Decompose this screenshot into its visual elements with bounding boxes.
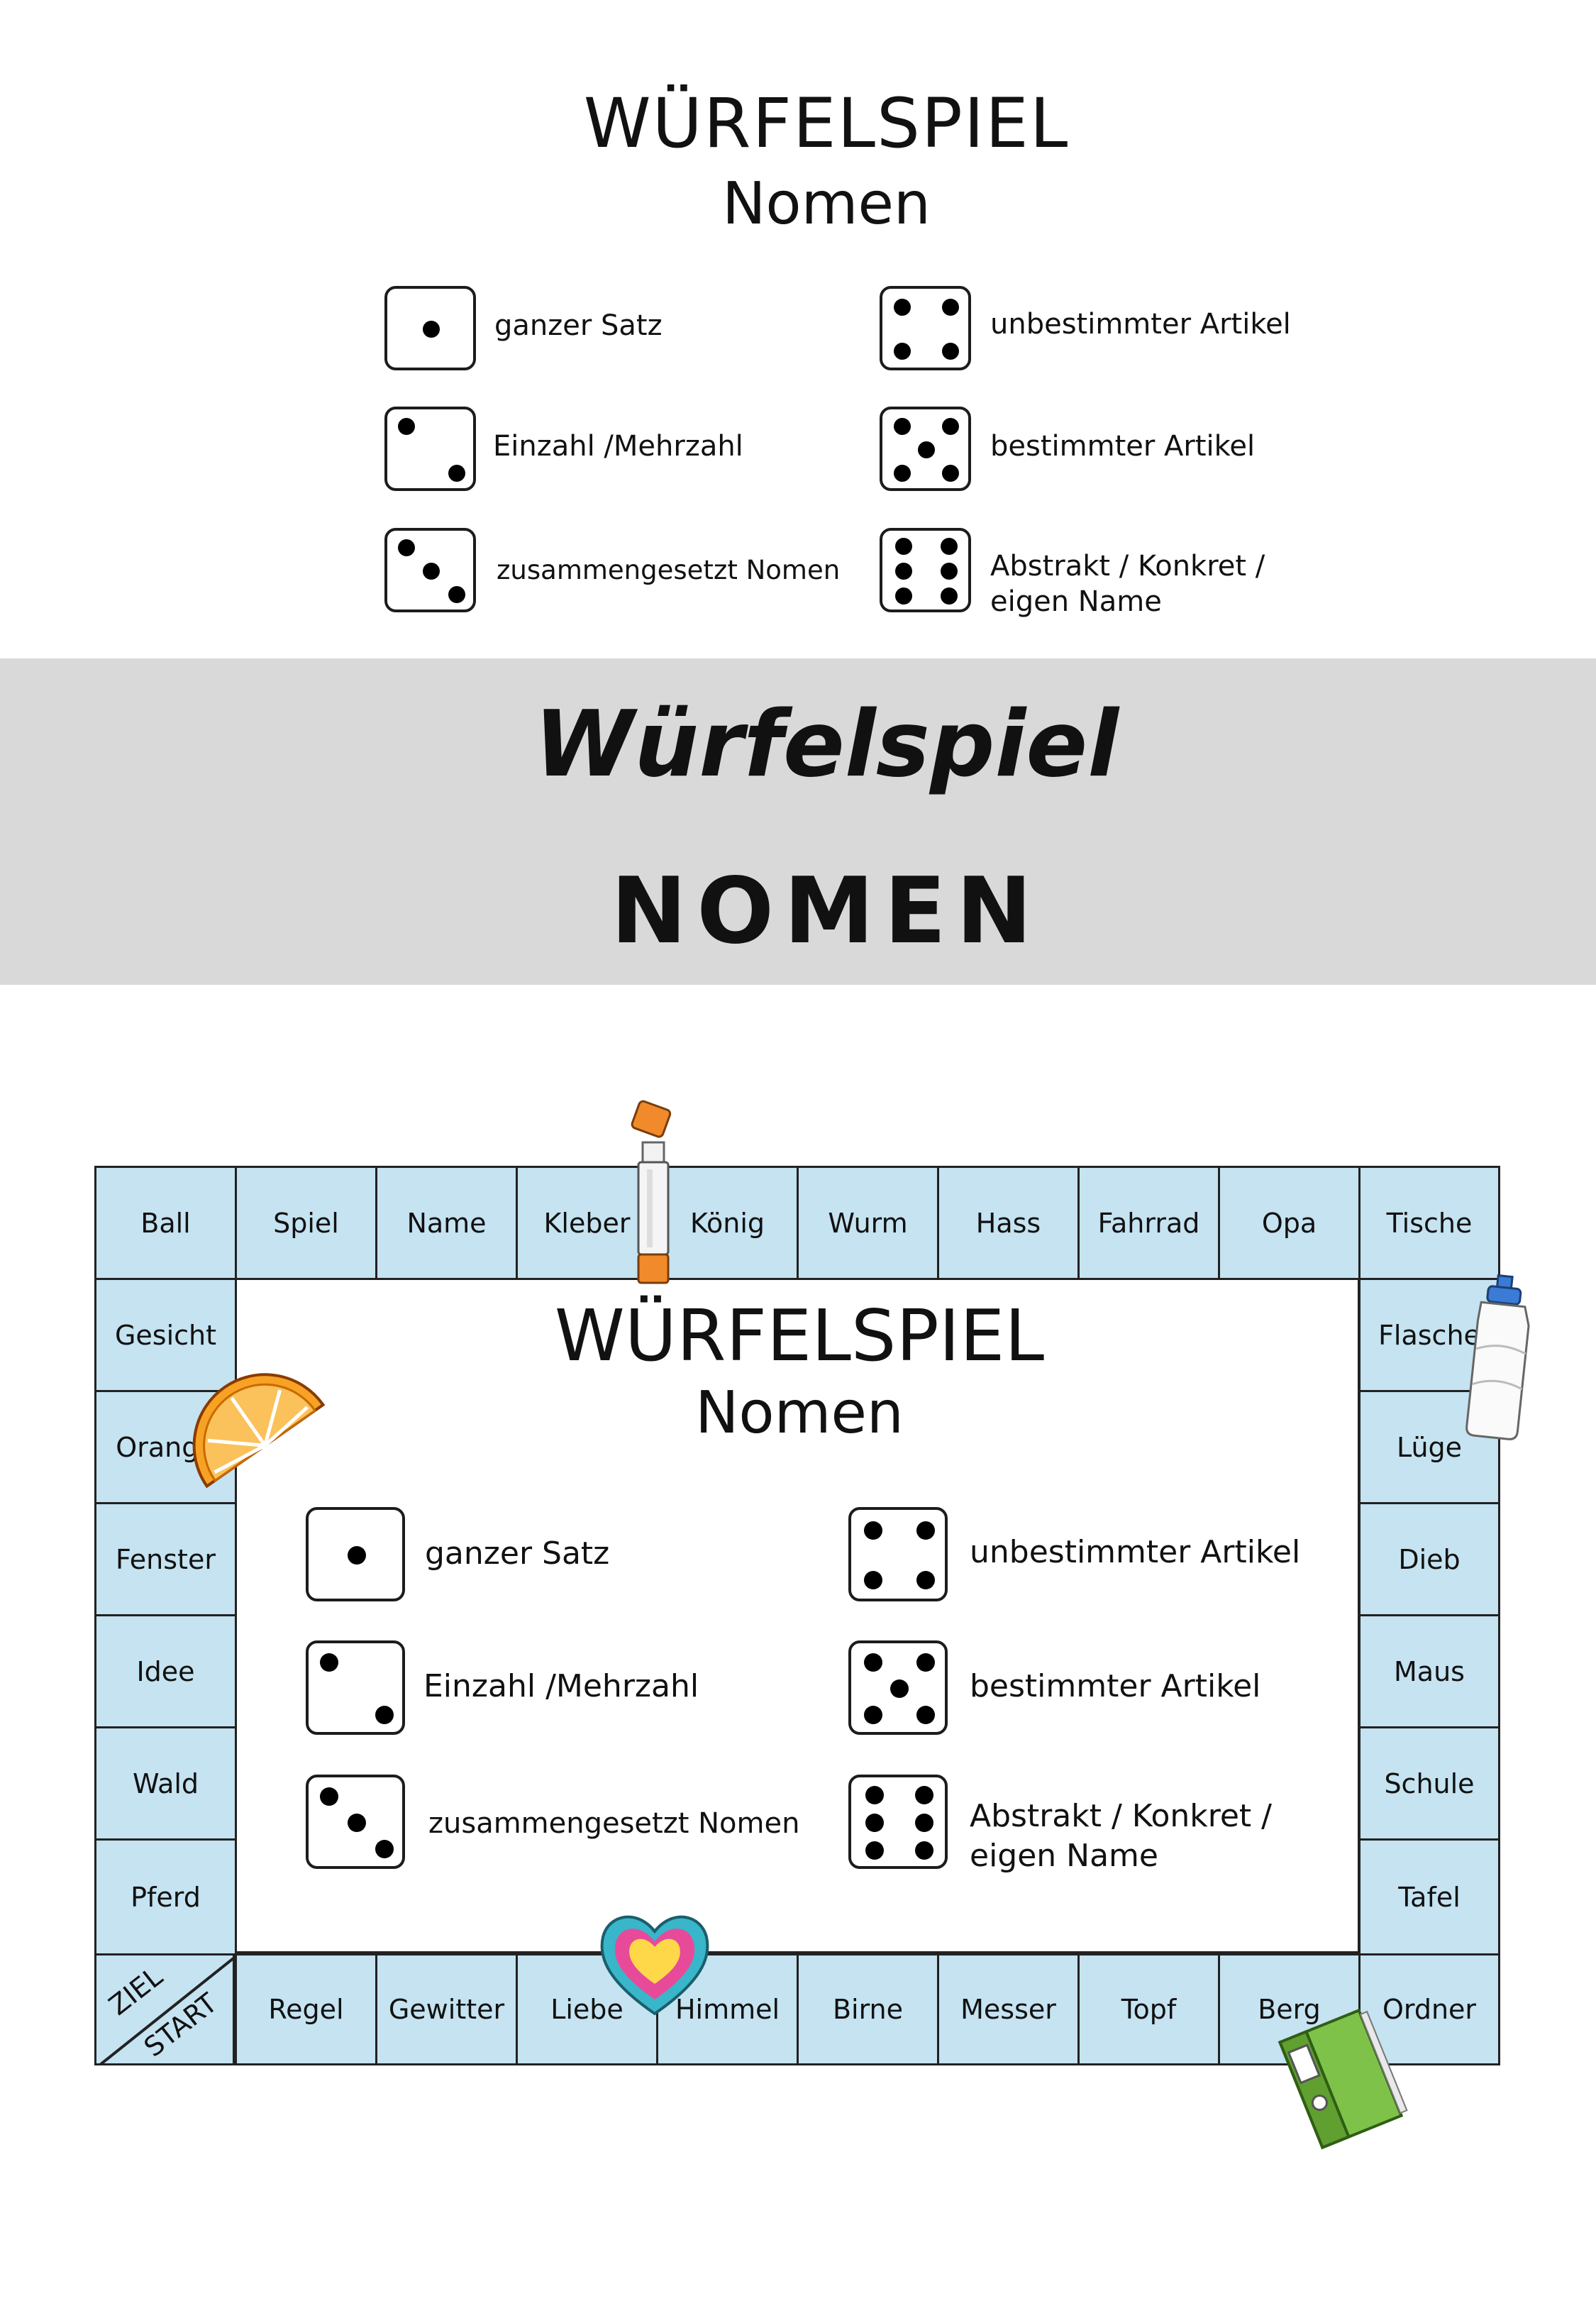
board-cell: Regel (235, 1953, 377, 2065)
legend-label-4: unbestimmter Artikel (990, 308, 1291, 341)
page-title: WÜRFELSPIEL (583, 84, 1070, 163)
die-4-icon (848, 1507, 948, 1601)
board-center-title: WÜRFELSPIEL (554, 1294, 1045, 1377)
die-6-icon (848, 1775, 948, 1869)
title-banner (0, 658, 1596, 985)
center-legend-label-1: ganzer Satz (425, 1535, 610, 1572)
legend-label-6: Abstrakt / Konkret / eigen Name (990, 548, 1265, 619)
board-cell: Hass (937, 1166, 1080, 1280)
die-5-icon (880, 407, 971, 491)
die-1-icon (384, 286, 476, 370)
game-board: Ball Spiel Name Kleber König Wurm Hass F… (94, 1166, 1500, 2065)
board-cell: Dieb (1358, 1502, 1500, 1616)
legend-label-5: bestimmter Artikel (990, 430, 1256, 463)
die-6-icon (880, 528, 971, 612)
board-cell: Pferd (94, 1838, 237, 1955)
die-5-icon (848, 1640, 948, 1735)
legend-label-1: ganzer Satz (494, 309, 663, 342)
die-4-icon (880, 286, 971, 370)
board-cell: Fahrrad (1077, 1166, 1220, 1280)
board-cell: Ball (94, 1166, 237, 1280)
board-cell: Messer (937, 1953, 1080, 2065)
water-bottle-icon (1465, 1274, 1530, 1440)
center-legend-label-6-line2: eigen Name (970, 1838, 1158, 1874)
board-cell: Tafel (1358, 1838, 1500, 1955)
center-legend-label-6-line1: Abstrakt / Konkret / (970, 1798, 1272, 1834)
board-cell: Idee (94, 1614, 237, 1728)
legend-label-3: zusammengesetzt Nomen (497, 555, 841, 585)
die-2-icon (384, 407, 476, 491)
board-cell: Wald (94, 1726, 237, 1841)
board-cell: Tische (1358, 1166, 1500, 1280)
page-subtitle: Nomen (722, 170, 931, 238)
board-cell: Gewitter (375, 1953, 518, 2065)
center-legend-label-3: zusammengesetzt Nomen (428, 1807, 800, 1840)
glue-stick-icon (631, 1100, 672, 1284)
die-3-icon (384, 528, 476, 612)
banner-subtitle: NOMEN (611, 859, 1042, 964)
center-legend-label-6: Abstrakt / Konkret / eigen Name (970, 1797, 1272, 1876)
board-cell: Name (375, 1166, 518, 1280)
center-legend-label-2: Einzahl /Mehrzahl (423, 1668, 699, 1704)
die-2-icon (306, 1640, 405, 1735)
heart-icon (600, 1915, 709, 2016)
board-cell: Topf (1077, 1953, 1220, 2065)
legend-label-2: Einzahl /Mehrzahl (493, 430, 743, 463)
board-cell: Gesicht (94, 1278, 237, 1392)
corner-diagonal (99, 1957, 233, 2063)
board-cell: Ordner (1358, 1953, 1500, 2065)
board-center-subtitle: Nomen (695, 1379, 904, 1447)
board-cell: Maus (1358, 1614, 1500, 1728)
board-center-panel: WÜRFELSPIEL Nomen ganzer Satz Einzahl /M… (235, 1278, 1360, 1953)
board-cell: Birne (797, 1953, 939, 2065)
die-1-icon (306, 1507, 405, 1601)
board-cell: Kleber (516, 1166, 658, 1280)
center-legend-label-4: unbestimmter Artikel (970, 1534, 1301, 1570)
board-cell: Fenster (94, 1502, 237, 1616)
board-cell: Schule (1358, 1726, 1500, 1841)
board-cell: Opa (1218, 1166, 1361, 1280)
board-cell: Spiel (235, 1166, 377, 1280)
legend-label-6-line2: eigen Name (990, 585, 1162, 618)
green-binder-icon (1278, 2008, 1408, 2150)
center-legend-label-5: bestimmter Artikel (970, 1668, 1261, 1704)
start-goal-corner: ZIEL START (94, 1953, 235, 2065)
die-3-icon (306, 1775, 405, 1869)
board-cell: Wurm (797, 1166, 939, 1280)
legend-label-6-line1: Abstrakt / Konkret / (990, 550, 1265, 583)
orange-slice-icon (192, 1373, 326, 1489)
banner-title: Würfelspiel (533, 692, 1119, 798)
